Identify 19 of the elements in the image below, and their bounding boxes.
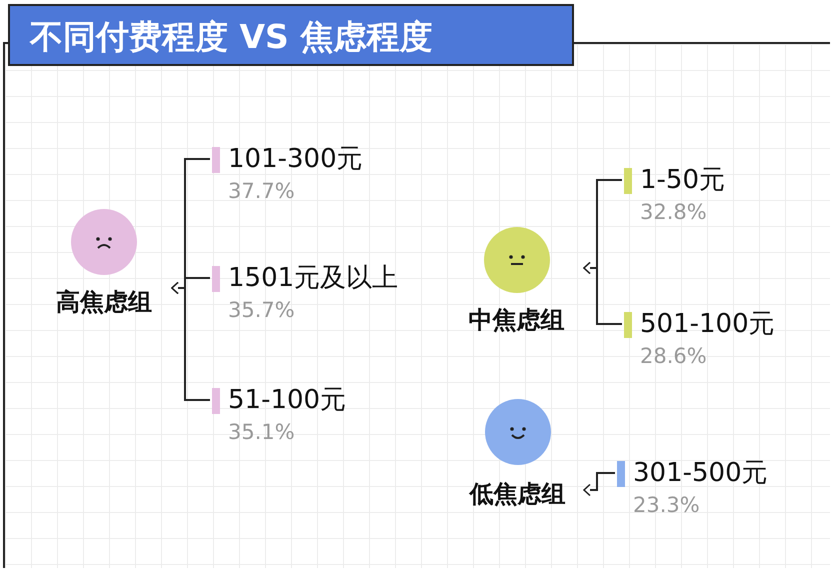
- bracket-connector: [583, 262, 622, 325]
- price-range-label: 501-100元: [640, 308, 775, 341]
- percentage-value: 35.7%: [228, 297, 295, 324]
- title-banner: 不同付费程度 VS 焦虑程度: [8, 4, 574, 66]
- percentage-value: 37.7%: [228, 178, 295, 205]
- price-range-label: 1501元及以上: [228, 262, 398, 295]
- price-range-label: 51-100元: [228, 384, 346, 417]
- percentage-value: 23.3%: [633, 492, 700, 519]
- bracket-connector: [171, 282, 210, 401]
- bracket-connector: [583, 472, 615, 496]
- price-range-label: 301-500元: [633, 457, 768, 490]
- price-range-label: 101-300元: [228, 143, 363, 176]
- price-range-label: 1-50元: [640, 164, 726, 197]
- group-label: 高焦虑组: [55, 287, 153, 318]
- group-label: 低焦虑组: [468, 479, 566, 510]
- percentage-value: 32.8%: [640, 199, 707, 226]
- group-label: 中焦虑组: [468, 305, 566, 336]
- percentage-value: 28.6%: [640, 343, 707, 370]
- percentage-value: 35.1%: [228, 419, 295, 446]
